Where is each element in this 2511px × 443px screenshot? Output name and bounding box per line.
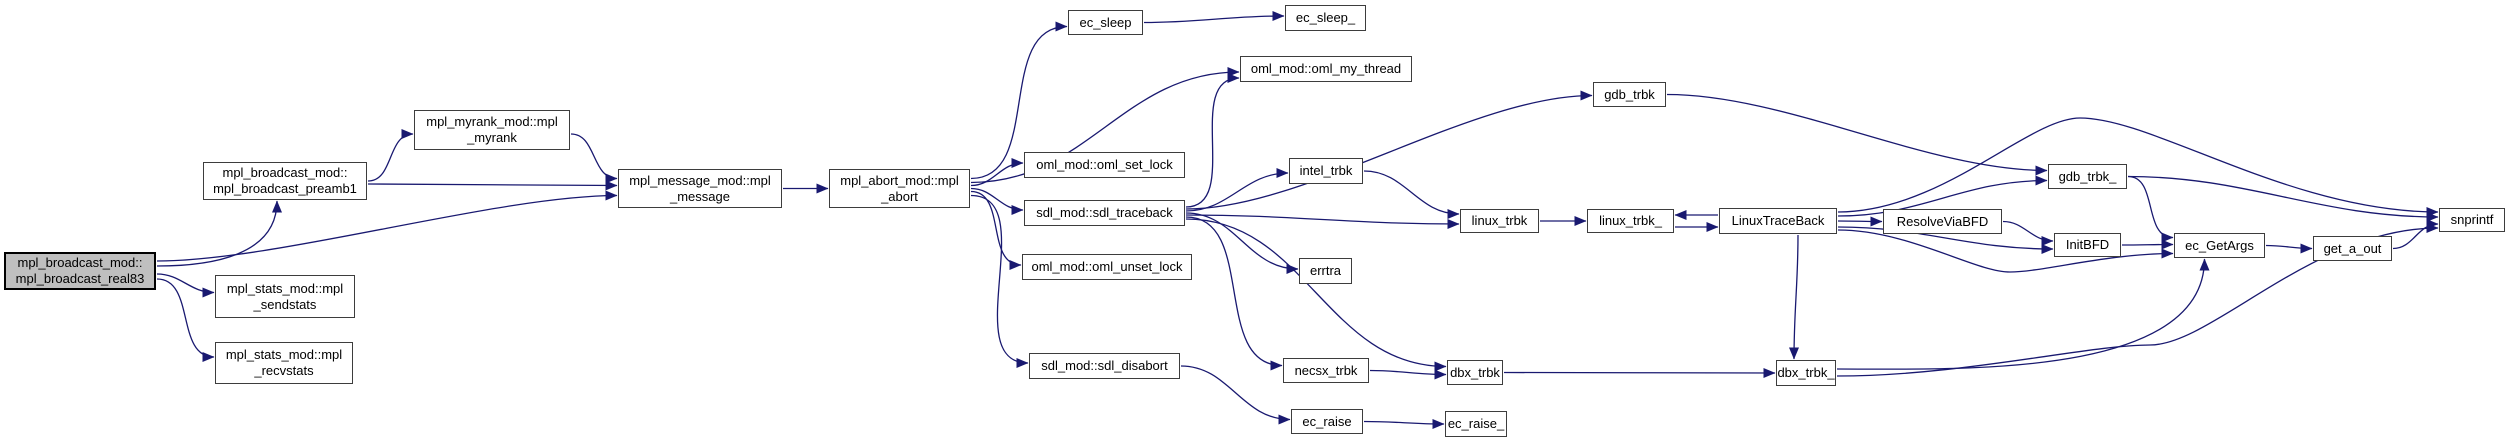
edge-mpl_broadcast_preamb1-to-mpl_message — [367, 180, 618, 191]
edge-LinuxTraceBack-to-ec_GetArgs — [1837, 229, 2174, 273]
edge-ResolveViaBFD-to-InitBFD — [2002, 220, 2054, 246]
graph-node-get_a_out[interactable]: get_a_out — [2313, 236, 2392, 261]
graph-node-ec_GetArgs[interactable]: ec_GetArgs — [2174, 233, 2265, 258]
edge-intel_trbk-to-linux_trbk — [1363, 170, 1460, 219]
edge-sdl_traceback-to-necsx_trbk — [1185, 216, 1283, 371]
edge-LinuxTraceBack-to-InitBFD — [1837, 226, 2054, 254]
edge-mpl_broadcast_real83-to-mpl_sendstats — [156, 273, 215, 298]
edge-sdl_disabort-to-ec_raise — [1180, 365, 1291, 425]
edge-mpl_broadcast_real83-to-mpl_message — [156, 190, 618, 262]
edge-LinuxTraceBack-to-dbx_trbk_ — [1789, 234, 1800, 360]
edge-LinuxTraceBack-to-gdb_trbk_ — [1837, 175, 2048, 217]
edge-ec_raise-to-ec_raise_ — [1363, 418, 1445, 429]
graph-node-ResolveViaBFD[interactable]: ResolveViaBFD — [1883, 209, 2002, 234]
graph-node-errtra[interactable]: errtra — [1299, 258, 1352, 284]
edge-necsx_trbk-to-dbx_trbk — [1369, 369, 1447, 380]
edge-sdl_traceback-to-oml_my_thread — [1185, 73, 1240, 208]
graph-node-mpl_broadcast_preamb1[interactable]: mpl_broadcast_mod:: mpl_broadcast_preamb… — [203, 162, 367, 200]
graph-node-mpl_recvstats[interactable]: mpl_stats_mod::mpl _recvstats — [215, 342, 353, 384]
graph-node-ec_raise_[interactable]: ec_raise_ — [1445, 411, 1507, 437]
edge-LinuxTraceBack-to-ResolveViaBFD — [1837, 216, 1883, 227]
graph-node-oml_my_thread[interactable]: oml_mod::oml_my_thread — [1240, 56, 1412, 82]
graph-node-ec_sleep[interactable]: ec_sleep — [1068, 10, 1143, 35]
edge-LinuxTraceBack-to-snprintf — [1837, 117, 2439, 217]
edge-ec_GetArgs-to-get_a_out — [2265, 243, 2313, 254]
edge-mpl_abort-to-oml_my_thread — [970, 67, 1240, 184]
graph-node-oml_unset_lock[interactable]: oml_mod::oml_unset_lock — [1022, 254, 1192, 280]
edge-mpl_abort-to-oml_set_lock — [970, 158, 1024, 187]
graph-node-intel_trbk[interactable]: intel_trbk — [1289, 158, 1363, 184]
edge-mpl_broadcast_real83-to-mpl_broadcast_preamb1 — [156, 200, 282, 267]
edge-gdb_trbk_-to-snprintf — [2127, 175, 2439, 222]
graph-node-LinuxTraceBack[interactable]: LinuxTraceBack — [1719, 208, 1837, 234]
graph-node-ec_sleep_[interactable]: ec_sleep_ — [1285, 5, 1366, 31]
graph-node-mpl_sendstats[interactable]: mpl_stats_mod::mpl _sendstats — [215, 275, 355, 318]
edge-sdl_traceback-to-intel_trbk — [1185, 168, 1289, 212]
edge-dbx_trbk_-to-ec_GetArgs — [1836, 258, 2210, 370]
graph-node-snprintf[interactable]: snprintf — [2439, 208, 2505, 232]
graph-node-dbx_trbk[interactable]: dbx_trbk — [1447, 360, 1503, 385]
edge-dbx_trbk-to-dbx_trbk_ — [1503, 367, 1776, 378]
edge-InitBFD-to-ec_GetArgs — [2121, 239, 2174, 250]
edge-mpl_broadcast_preamb1-to-mpl_myrank — [367, 129, 414, 182]
edge-ec_sleep-to-ec_sleep_ — [1143, 11, 1285, 24]
graph-node-mpl_abort[interactable]: mpl_abort_mod::mpl _abort — [829, 169, 970, 208]
graph-node-dbx_trbk_[interactable]: dbx_trbk_ — [1776, 360, 1836, 386]
graph-node-mpl_broadcast_real83: mpl_broadcast_mod:: mpl_broadcast_real83 — [4, 252, 156, 290]
graph-node-gdb_trbk[interactable]: gdb_trbk — [1593, 82, 1666, 107]
edge-mpl_myrank-to-mpl_message — [570, 133, 618, 184]
graph-node-ec_raise[interactable]: ec_raise — [1291, 409, 1363, 434]
graph-node-oml_set_lock[interactable]: oml_mod::oml_set_lock — [1024, 152, 1185, 178]
edge-sdl_traceback-to-dbx_trbk — [1185, 218, 1447, 372]
graph-node-linux_trbk[interactable]: linux_trbk — [1460, 209, 1539, 233]
edge-sdl_traceback-to-gdb_trbk — [1185, 90, 1593, 210]
graph-node-mpl_message[interactable]: mpl_message_mod::mpl _message — [618, 169, 782, 208]
edge-mpl_abort-to-sdl_disabort — [970, 194, 1029, 368]
graph-node-sdl_disabort[interactable]: sdl_mod::sdl_disabort — [1029, 353, 1180, 379]
graph-node-mpl_myrank[interactable]: mpl_myrank_mod::mpl _myrank — [414, 110, 570, 150]
edge-gdb_trbk-to-gdb_trbk_ — [1666, 93, 2048, 176]
edge-mpl_abort-to-oml_unset_lock — [970, 190, 1022, 270]
graph-node-InitBFD[interactable]: InitBFD — [2054, 233, 2121, 257]
graph-node-gdb_trbk_[interactable]: gdb_trbk_ — [2048, 164, 2127, 189]
edge-mpl_abort-to-ec_sleep — [970, 21, 1068, 180]
edge-sdl_traceback-to-linux_trbk — [1185, 214, 1460, 229]
edge-mpl_broadcast_real83-to-mpl_recvstats — [156, 278, 215, 362]
graph-node-sdl_traceback[interactable]: sdl_mod::sdl_traceback — [1024, 200, 1185, 226]
edge-gdb_trbk_-to-ec_GetArgs — [2127, 175, 2174, 243]
graph-node-necsx_trbk[interactable]: necsx_trbk — [1283, 358, 1369, 383]
edge-sdl_traceback-to-errtra — [1185, 212, 1299, 274]
edge-mpl_abort-to-sdl_traceback — [970, 187, 1024, 215]
graph-node-linux_trbk_[interactable]: linux_trbk_ — [1587, 209, 1674, 233]
